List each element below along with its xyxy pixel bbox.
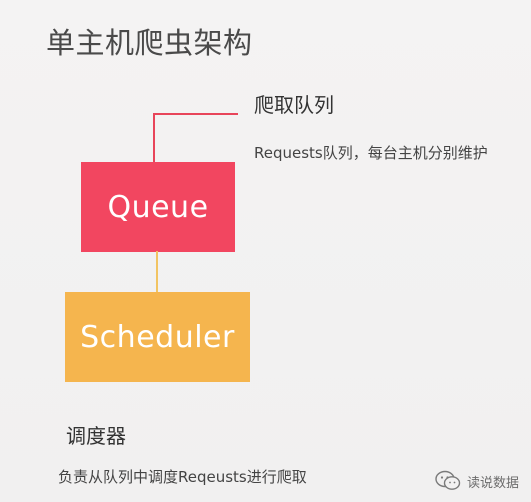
queue-box-label: Queue [107,189,209,225]
queue-callout-line-vertical [153,113,155,162]
scheduler-heading: 调度器 [66,424,126,448]
queue-callout-line-horizontal [153,113,238,115]
queue-scheduler-connector [156,251,158,293]
scheduler-box: Scheduler [65,292,250,382]
scheduler-description: 负责从队列中调度Reqeusts进行爬取 [58,468,307,486]
queue-description: Requests队列，每台主机分别维护 [254,144,488,162]
watermark: 读说数据 [435,470,519,492]
queue-box: Queue [81,162,235,252]
scheduler-box-label: Scheduler [80,319,235,355]
queue-heading: 爬取队列 [254,93,334,117]
watermark-text: 读说数据 [466,475,519,491]
wechat-icon [435,470,461,490]
page-title: 单主机爬虫架构 [46,26,253,60]
